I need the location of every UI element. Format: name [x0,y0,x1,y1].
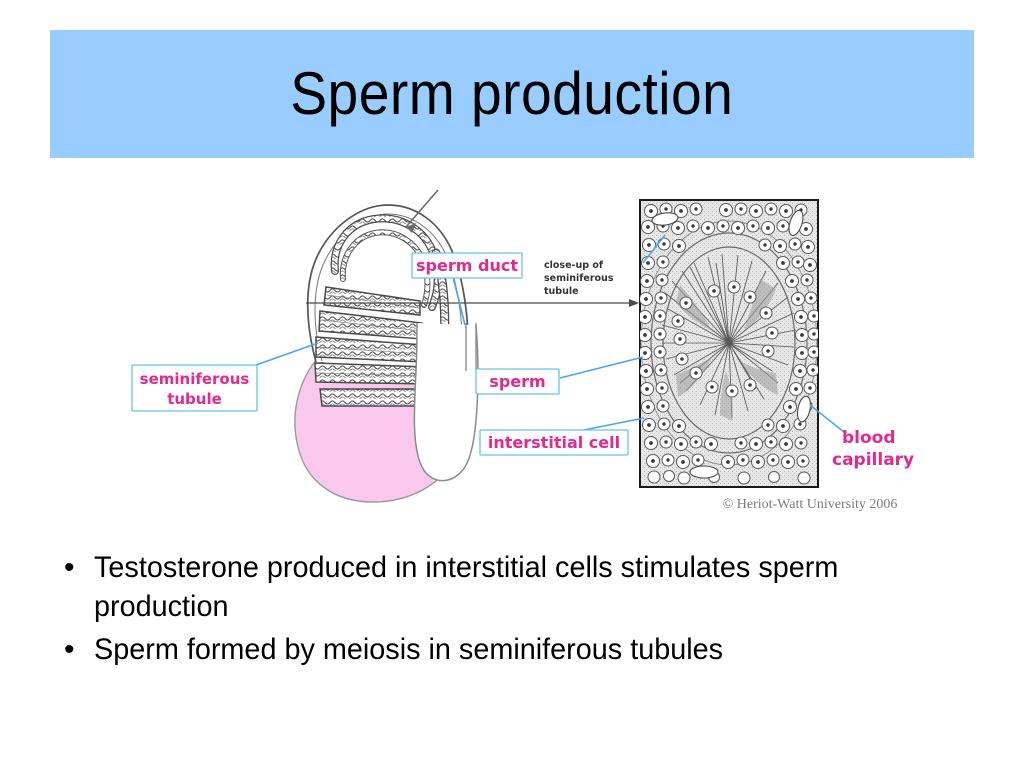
label-box-seminiferous-tubule [131,364,258,412]
epididymis-pointer-arrow [405,189,439,233]
leader-sperm [559,356,644,379]
title-banner: Sperm production [50,30,974,158]
bullet-marker: • [64,633,75,666]
close-up-caption-line-2: seminiferous [544,273,614,284]
seminiferous-lobules [314,286,429,407]
label-text-blood-capillary-line2: capillary [832,450,914,470]
close-up-caption-line-3: tubule [544,286,579,297]
label-box-interstitial-cell [479,429,629,456]
label-blood-capillary[interactable]: blood capillary [832,428,914,470]
bullet-text: Testosterone produced in interstitial ce… [94,551,839,623]
label-text-seminiferous-tubule-line1: seminiferous [140,370,250,388]
diagram-figure: close-up of seminiferous tubule seminife… [120,175,950,525]
page-title: Sperm production [290,60,734,127]
bullet-list: • Testosterone produced in interstitial … [58,548,958,674]
leader-sperm-top [642,234,666,264]
bullet-marker: • [64,551,75,584]
seminiferous-tubule-micrograph [639,199,819,488]
label-interstitial-cell[interactable]: interstitial cell [479,429,629,456]
list-item: • Sperm formed by meiosis in seminiferou… [58,630,958,670]
label-sperm-duct[interactable]: sperm duct [411,252,523,279]
label-text-blood-capillary-line1: blood [842,428,896,448]
blood-capillary-cells [651,209,812,479]
label-sperm[interactable]: sperm [475,368,560,395]
leader-blood-capillary [809,404,845,433]
label-seminiferous-tubule[interactable]: seminiferous tubule [131,364,258,412]
sperm-duct-tube [413,322,479,482]
bullet-text: Sperm formed by meiosis in seminiferous … [94,633,724,666]
close-up-caption-line-1: close-up of [544,260,604,271]
testis-cross-section-illustration [294,189,479,503]
germ-cell-layers [650,232,808,454]
label-text-interstitial-cell: interstitial cell [488,433,620,452]
leader-sperm-duct [451,272,466,326]
label-box-sperm [475,368,560,395]
label-text-sperm: sperm [489,372,545,391]
close-up-caption-group: close-up of seminiferous tubule [306,260,639,307]
cells [640,202,818,485]
label-text-seminiferous-tubule-line2: tubule [167,390,222,408]
close-up-arrow [306,299,639,307]
list-item: • Testosterone produced in interstitial … [58,548,958,626]
label-text-sperm-duct: sperm duct [416,256,518,275]
label-box-sperm-duct [411,252,523,279]
copyright-notice: © Heriot-Watt University 2006 [723,497,898,512]
